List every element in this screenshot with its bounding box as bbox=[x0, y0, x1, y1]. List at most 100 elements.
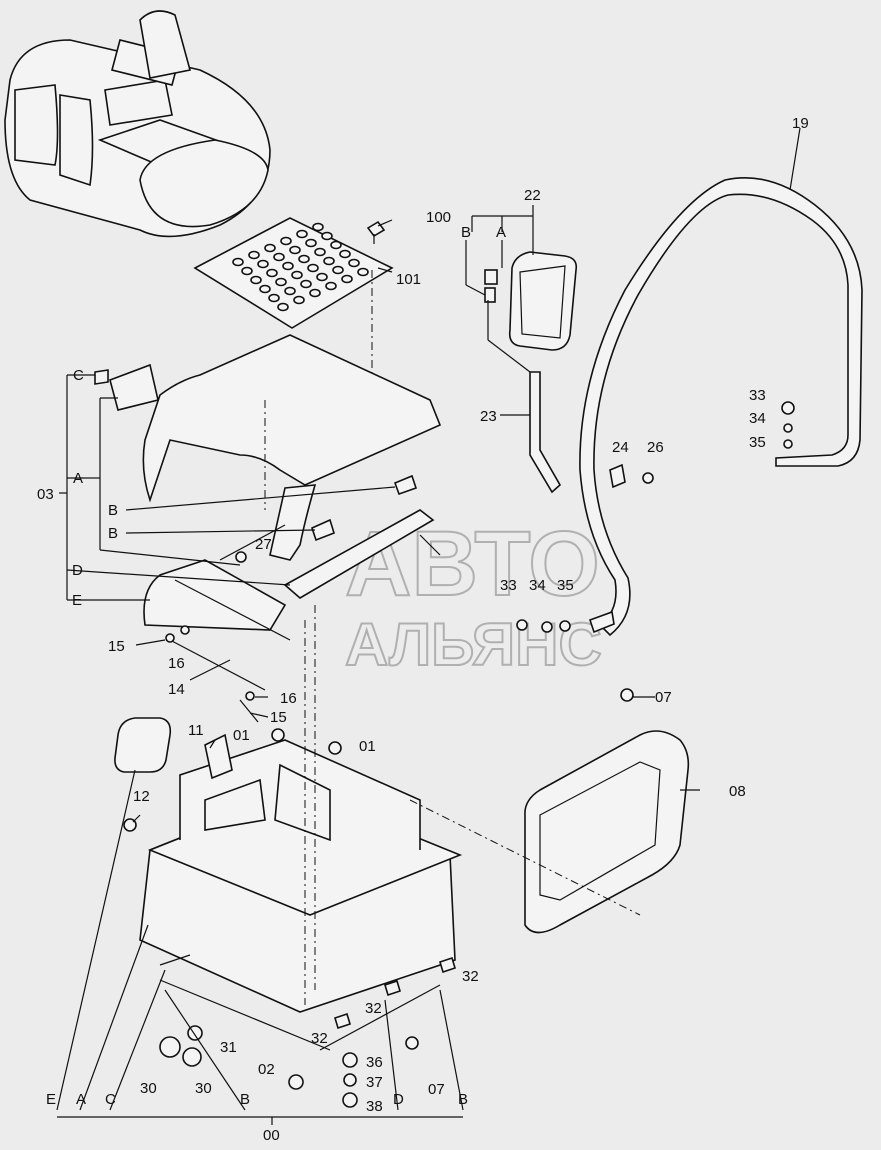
callout-07-bottom: 07 bbox=[428, 1081, 445, 1098]
callout-36: 36 bbox=[366, 1054, 383, 1071]
callout-23: 23 bbox=[480, 408, 497, 425]
callout-35-mid: 35 bbox=[557, 577, 574, 594]
seat-plate-hole bbox=[298, 254, 310, 264]
letter-a-03: A bbox=[73, 470, 83, 487]
seat-plate-hole bbox=[277, 302, 289, 312]
callout-37: 37 bbox=[366, 1074, 383, 1091]
callout-101: 101 bbox=[396, 271, 421, 288]
seat-plate-hole bbox=[305, 238, 317, 248]
mirror-stay-23 bbox=[487, 300, 562, 494]
callout-35-right: 35 bbox=[749, 434, 766, 451]
letter-d-00: D bbox=[393, 1091, 404, 1108]
seat-plate-hole bbox=[348, 258, 360, 268]
seat-plate-hole bbox=[316, 272, 328, 282]
bottom-hardware bbox=[123, 401, 795, 1108]
seat-plate-hole bbox=[259, 284, 271, 294]
callout-numbers: 100 101 22 23 19 33 34 35 24 26 33 34 35… bbox=[37, 115, 809, 1144]
seat-plate-hole bbox=[284, 286, 296, 296]
seat-plate-hole bbox=[289, 245, 301, 255]
seat-plate-hole bbox=[307, 263, 319, 273]
seat-plate-hole bbox=[357, 267, 369, 277]
seat-plate-hole bbox=[241, 266, 253, 276]
seat-plate-hole bbox=[323, 256, 335, 266]
callout-07-top: 07 bbox=[655, 689, 672, 706]
letter-d-03: D bbox=[72, 562, 83, 579]
handrail-19 bbox=[579, 177, 863, 637]
letter-c-03: C bbox=[73, 367, 84, 384]
gas-spring-14 bbox=[165, 625, 259, 723]
storage-box-08 bbox=[409, 730, 690, 934]
seat-plate-holes bbox=[232, 222, 369, 312]
callout-00: 00 bbox=[263, 1127, 280, 1144]
callout-26: 26 bbox=[647, 439, 664, 456]
letter-b-00a: B bbox=[240, 1091, 250, 1108]
seat-stand-00 bbox=[114, 605, 463, 1013]
callout-32-mid: 32 bbox=[365, 1000, 382, 1017]
letter-markers: C A B B D E B A E A C B D B bbox=[46, 224, 506, 1108]
callout-100: 100 bbox=[426, 209, 451, 226]
seat-plate-hole bbox=[257, 259, 269, 269]
seat-plate-hole bbox=[321, 231, 333, 241]
callout-34-mid: 34 bbox=[529, 577, 546, 594]
letter-c-00: C bbox=[105, 1091, 116, 1108]
letter-e-03: E bbox=[72, 592, 82, 609]
callout-34-right: 34 bbox=[749, 410, 766, 427]
callout-19: 19 bbox=[792, 115, 809, 132]
callout-08: 08 bbox=[729, 783, 746, 800]
seat-plate-hole bbox=[332, 265, 344, 275]
letter-b-03b: B bbox=[108, 525, 118, 542]
callout-11: 11 bbox=[188, 722, 204, 739]
leader-lines bbox=[56, 127, 801, 1125]
callout-27: 27 bbox=[255, 536, 272, 553]
callout-24: 24 bbox=[612, 439, 629, 456]
callout-14: 14 bbox=[168, 681, 185, 698]
seat-plate-hole bbox=[314, 247, 326, 257]
watermark-line1: АВТО bbox=[345, 513, 600, 615]
callout-12: 12 bbox=[133, 788, 150, 805]
seat-plate-hole bbox=[330, 240, 342, 250]
letter-e-00: E bbox=[46, 1091, 56, 1108]
callout-01-left: 01 bbox=[233, 727, 250, 744]
seat-plate-hole bbox=[275, 277, 287, 287]
letter-a-00: A bbox=[76, 1091, 86, 1108]
watermark-line2: АЛЬЯНС bbox=[345, 611, 602, 678]
seat-plate-hole bbox=[296, 229, 308, 239]
seat-plate-hole bbox=[232, 257, 244, 267]
seat-plate-hole bbox=[300, 279, 312, 289]
callout-02: 02 bbox=[258, 1061, 275, 1078]
letter-b-22: B bbox=[461, 224, 471, 241]
mirror-22 bbox=[484, 251, 578, 351]
callout-33-right: 33 bbox=[749, 387, 766, 404]
seat-plate-hole bbox=[341, 274, 353, 284]
callout-30-right: 30 bbox=[195, 1080, 212, 1097]
watermark: АВТО АЛЬЯНС bbox=[344, 512, 603, 679]
callout-15-right: 15 bbox=[270, 709, 287, 726]
callout-03: 03 bbox=[37, 486, 54, 503]
seat-plate-hole bbox=[282, 261, 294, 271]
callout-16-right: 16 bbox=[280, 690, 297, 707]
seat-plate-hole bbox=[325, 281, 337, 291]
seat-plate-hole bbox=[280, 236, 292, 246]
seat-plate-hole bbox=[273, 252, 285, 262]
excavator-overview-sketch bbox=[4, 10, 271, 238]
callout-16-left: 16 bbox=[168, 655, 185, 672]
letter-b-03a: B bbox=[108, 502, 118, 519]
seat-plate-hole bbox=[268, 293, 280, 303]
seat-plate-hole bbox=[266, 268, 278, 278]
seat-plate-hole bbox=[291, 270, 303, 280]
callout-38: 38 bbox=[366, 1098, 383, 1115]
callout-30-left: 30 bbox=[140, 1080, 157, 1097]
callout-01-right: 01 bbox=[359, 738, 376, 755]
callout-15-left: 15 bbox=[108, 638, 125, 655]
callout-32-left: 32 bbox=[311, 1030, 328, 1047]
callout-32-right: 32 bbox=[462, 968, 479, 985]
seat-plate-hole bbox=[339, 249, 351, 259]
seat-plate-hole bbox=[248, 250, 260, 260]
seat-plate-hole bbox=[309, 288, 321, 298]
seat-plate-hole bbox=[250, 275, 262, 285]
letter-a-22: A bbox=[496, 224, 506, 241]
seat-plate-hole bbox=[312, 222, 324, 232]
seat-plate-hole bbox=[293, 295, 305, 305]
callout-33-mid: 33 bbox=[500, 577, 517, 594]
